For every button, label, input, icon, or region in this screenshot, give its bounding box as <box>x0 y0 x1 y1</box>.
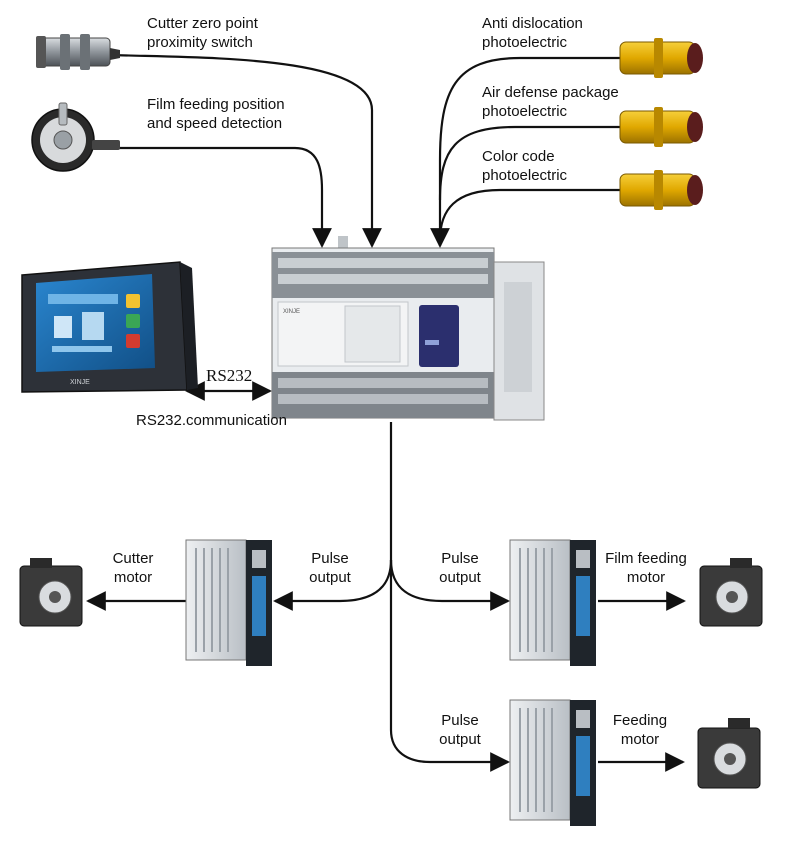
pulse-output-left-label: Pulse output <box>309 550 351 586</box>
hmi-brand-mark: XINJE <box>70 379 90 386</box>
rs232-communication-label: RS232.communication <box>136 412 287 429</box>
plc-brand-mark: XINJE <box>283 309 300 315</box>
servo-driver-bottom <box>509 699 596 826</box>
cutter-servo-motor-icon <box>19 558 83 627</box>
anti-dislocation-wire <box>430 56 620 248</box>
pulse-bottom-wire <box>389 560 510 772</box>
servo-driver-right <box>509 539 596 666</box>
color-code-label: Color code photoelectric <box>482 148 568 184</box>
proximity-switch-icon <box>36 34 120 70</box>
cutter-zero-point-label: Cutter zero point proximity switch <box>147 15 258 51</box>
feeding-motor-label: Feeding motor <box>612 712 668 748</box>
servo-driver-left <box>185 539 272 666</box>
hmi-touch-screen: XINJE <box>21 261 198 393</box>
photoelectric-sensor-icon <box>619 107 703 147</box>
film-feeding-detection-label: Film feeding position and speed detectio… <box>147 96 285 132</box>
film-feeding-servo-motor-icon <box>699 558 763 627</box>
pulse-output-bottom-label: Pulse output <box>439 712 481 748</box>
air-defense-wire <box>438 125 620 201</box>
photoelectric-sensor-icon <box>619 38 703 78</box>
connection-lines <box>86 53 686 772</box>
photoelectric-sensor-icon <box>619 170 703 210</box>
air-defense-label: Air defense package photoelectric <box>482 84 619 120</box>
color-code-wire <box>438 188 620 241</box>
cutter-motor-label: Cutter motor <box>112 550 154 586</box>
feeding-servo-motor-icon <box>697 718 761 789</box>
plc-controller: XINJE <box>271 236 545 421</box>
anti-dislocation-label: Anti dislocation photoelectric <box>482 15 583 51</box>
rotary-encoder-icon <box>31 102 120 172</box>
encoder-wire <box>118 146 332 248</box>
proximity-switch-wire <box>111 53 382 248</box>
film-feeding-motor-label: Film feeding motor <box>605 550 687 586</box>
rs232-link-label: RS232 <box>206 366 253 385</box>
pulse-output-right-label: Pulse output <box>439 550 481 586</box>
